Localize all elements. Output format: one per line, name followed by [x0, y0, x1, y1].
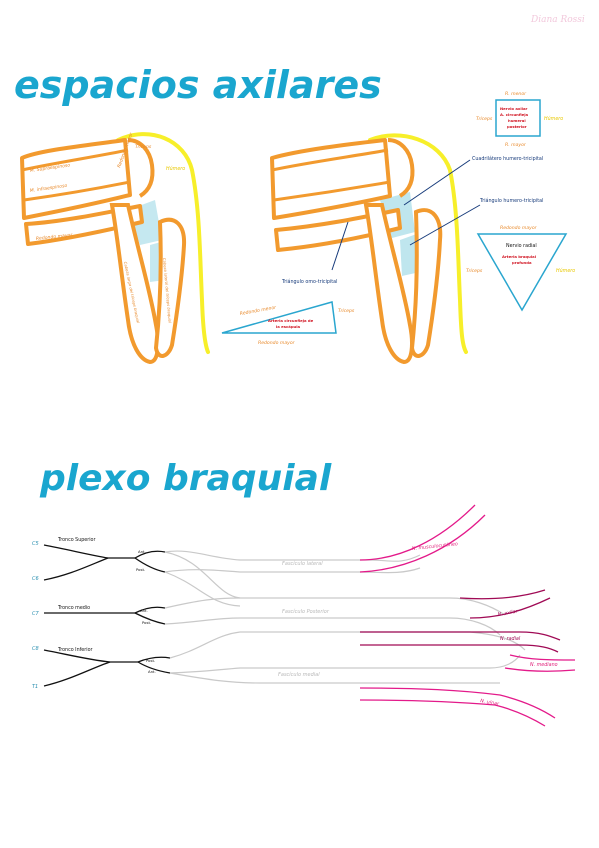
div-ant-2: Ant.: [140, 608, 148, 613]
signature: Diana Rossi: [530, 15, 585, 25]
label-triceps-left: Tríceps: [135, 143, 152, 150]
box-top: R. menor: [505, 91, 527, 97]
label-redondo-mayor-left: Redondo mayor: [36, 232, 74, 242]
tri-left-right: Tríceps: [338, 307, 355, 314]
label-infraespinoso: M. infraespinoso: [29, 183, 67, 194]
box-content-2: A. circunfleja: [500, 112, 529, 117]
label-triangulo-humero: Triángulo humero-tricipital: [479, 197, 543, 204]
label-triangulo-omo: Triángulo omo-tricipital: [281, 278, 337, 285]
root-t1: T1: [32, 684, 38, 690]
div-post-2: Post.: [142, 620, 151, 625]
label-cabeza-lateral: Cabeza lateral del tríceps braquial: [162, 258, 173, 324]
root-c5: C5: [32, 541, 39, 547]
box-right: Húmero: [544, 115, 563, 122]
cords: [164, 550, 526, 684]
trunk-superior: Tronco Superior: [57, 537, 95, 543]
box-bottom: R. mayor: [505, 142, 527, 148]
brachial-plexus-diagram: C5 C6 C7 C8 T1 Tronco Superior Tronco me…: [32, 504, 576, 727]
box-content-1: Nervio axilar: [500, 106, 528, 111]
trunk-inferior: Tronco Inferior: [57, 647, 92, 653]
title-espacios-axilares: espacios axilares: [14, 63, 382, 107]
div-post-1: Post.: [136, 567, 145, 572]
triangle-omo-tricipital: Redondo menor Redondo mayor Tríceps Arte…: [221, 301, 355, 346]
root-c8: C8: [32, 646, 39, 652]
right-axilla-figure: Cuadrilátero humero-tricipital Triángulo…: [270, 133, 543, 365]
box-content-3: humeral: [508, 118, 526, 123]
left-axilla-figure: M. Supraespinoso M. infraespinoso Redond…: [20, 131, 210, 365]
cord-posterior: Fascículo Posterior: [282, 608, 330, 615]
div-ant-3: Ant.: [148, 669, 156, 674]
tri-down-right: Húmero: [556, 267, 575, 274]
root-c6: C6: [32, 576, 39, 582]
tri-down-black: Nervio radial: [506, 243, 537, 249]
tri-left-top: Redondo menor: [239, 304, 277, 316]
title-plexo-braquial: plexo braquial: [39, 458, 332, 499]
nerve-mediano: N. mediano: [530, 662, 558, 668]
cord-lateral: Fascículo lateral: [282, 560, 323, 567]
nerve-axilar: N. axilar: [497, 608, 519, 618]
nerve-radial: N. radial: [500, 636, 521, 642]
tri-down-top: Redondo mayor: [500, 225, 538, 231]
nerve-ulnar: N. ulnar: [480, 698, 501, 707]
quadrangular-box: R. menor Tríceps Húmero R. mayor Nervio …: [476, 91, 563, 148]
div-ant-1: Ant.: [138, 549, 146, 554]
tri-down-red-2: profunda: [512, 260, 532, 265]
label-cuadrilatero: Cuadrilátero humero-tricipital: [472, 155, 543, 162]
box-left: Tríceps: [476, 115, 493, 122]
tri-left-content-2: la escápula: [276, 324, 301, 329]
scapula-block: [20, 138, 132, 220]
triceps-lateral-head: [153, 217, 187, 358]
tri-down-red-1: Arteria braquial: [502, 254, 536, 259]
cord-medial: Fascículo medial: [278, 671, 320, 678]
label-humero-left: Húmero: [166, 165, 185, 172]
tri-left-bottom: Redondo mayor: [258, 340, 296, 346]
tri-left-content-1: Arteria circunfleja de: [268, 318, 314, 323]
box-content-4: posterior: [507, 124, 527, 129]
triceps-long-head: [109, 203, 160, 365]
triangle-humero-tricipital: Redondo mayor Tríceps Húmero Nervio radi…: [466, 225, 575, 312]
trunk-medio: Tronco medio: [57, 605, 90, 611]
label-supraespinoso: M. Supraespinoso: [29, 162, 70, 174]
div-post-3: Post.: [146, 658, 155, 663]
tri-down-left: Tríceps: [466, 267, 483, 274]
humerus-outline: [116, 132, 210, 354]
nerves: [359, 504, 576, 727]
root-c7: C7: [32, 611, 39, 617]
roots-trunks: [43, 544, 171, 687]
nerve-musculocutaneo: N. musculocutáneo: [411, 540, 458, 552]
